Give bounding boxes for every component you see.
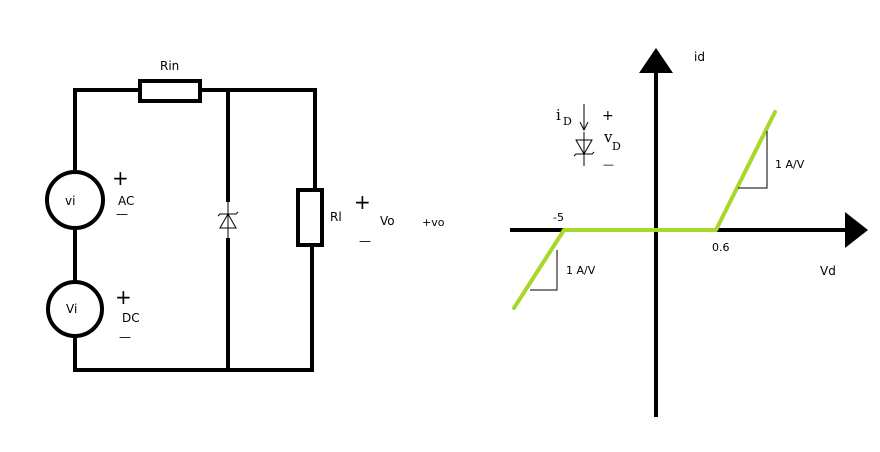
resistor-rin-label: Rin — [160, 59, 179, 73]
x-axis-label: Vd — [820, 264, 836, 278]
x-axis-arrow — [845, 212, 868, 248]
iv-graph: id Vd -5 0.6 1 A/V 1 A/V i D + v D — — [510, 48, 868, 417]
tick-left-label: -5 — [553, 211, 564, 224]
legend-diode-bar — [573, 151, 595, 157]
voltage-subscript: D — [612, 140, 621, 153]
current-subscript: D — [563, 115, 572, 128]
diode-legend: i D + v D — — [556, 104, 621, 171]
ac-caption: AC — [118, 194, 134, 208]
tick-right-label: 0.6 — [712, 241, 730, 254]
ac-source — [45, 170, 105, 230]
ac-source-label: vi — [65, 194, 75, 208]
slope-label-left: 1 A/V — [566, 264, 596, 277]
dc-plus-sign: + — [115, 285, 132, 309]
dc-minus-sign: — — [119, 330, 131, 344]
ac-plus-sign: + — [112, 166, 129, 190]
ac-minus-sign: — — [116, 207, 128, 221]
voltage-symbol: v — [603, 128, 613, 146]
resistor-rin — [138, 79, 202, 103]
y-axis-arrow — [639, 48, 673, 73]
iv-characteristic-curve — [512, 110, 777, 310]
slope-label-right: 1 A/V — [775, 158, 805, 171]
circuit: Rin Rl vi + AC — Vi + DC — + Vo — +vo — [45, 59, 445, 372]
y-axis-label: id — [694, 50, 705, 64]
legend-minus-sign: — — [603, 158, 614, 171]
resistor-rl-label: Rl — [330, 210, 342, 224]
legend-plus-sign: + — [602, 108, 614, 124]
dc-source — [46, 280, 104, 338]
dc-caption: DC — [122, 311, 140, 325]
current-symbol: i — [556, 106, 561, 124]
current-arrow-head — [579, 121, 589, 132]
legend-diode-triangle — [575, 139, 593, 156]
slope-triangle-left — [530, 250, 558, 291]
dc-source-label: Vi — [66, 302, 77, 316]
slope-triangle-right — [738, 131, 768, 189]
resistor-rl — [296, 188, 324, 247]
output-minus-sign: — — [359, 234, 371, 248]
output-label: Vo — [380, 214, 395, 228]
output-plus-sign: + — [354, 190, 371, 214]
output-small-label: +vo — [422, 216, 445, 229]
zener-diode — [217, 200, 239, 240]
